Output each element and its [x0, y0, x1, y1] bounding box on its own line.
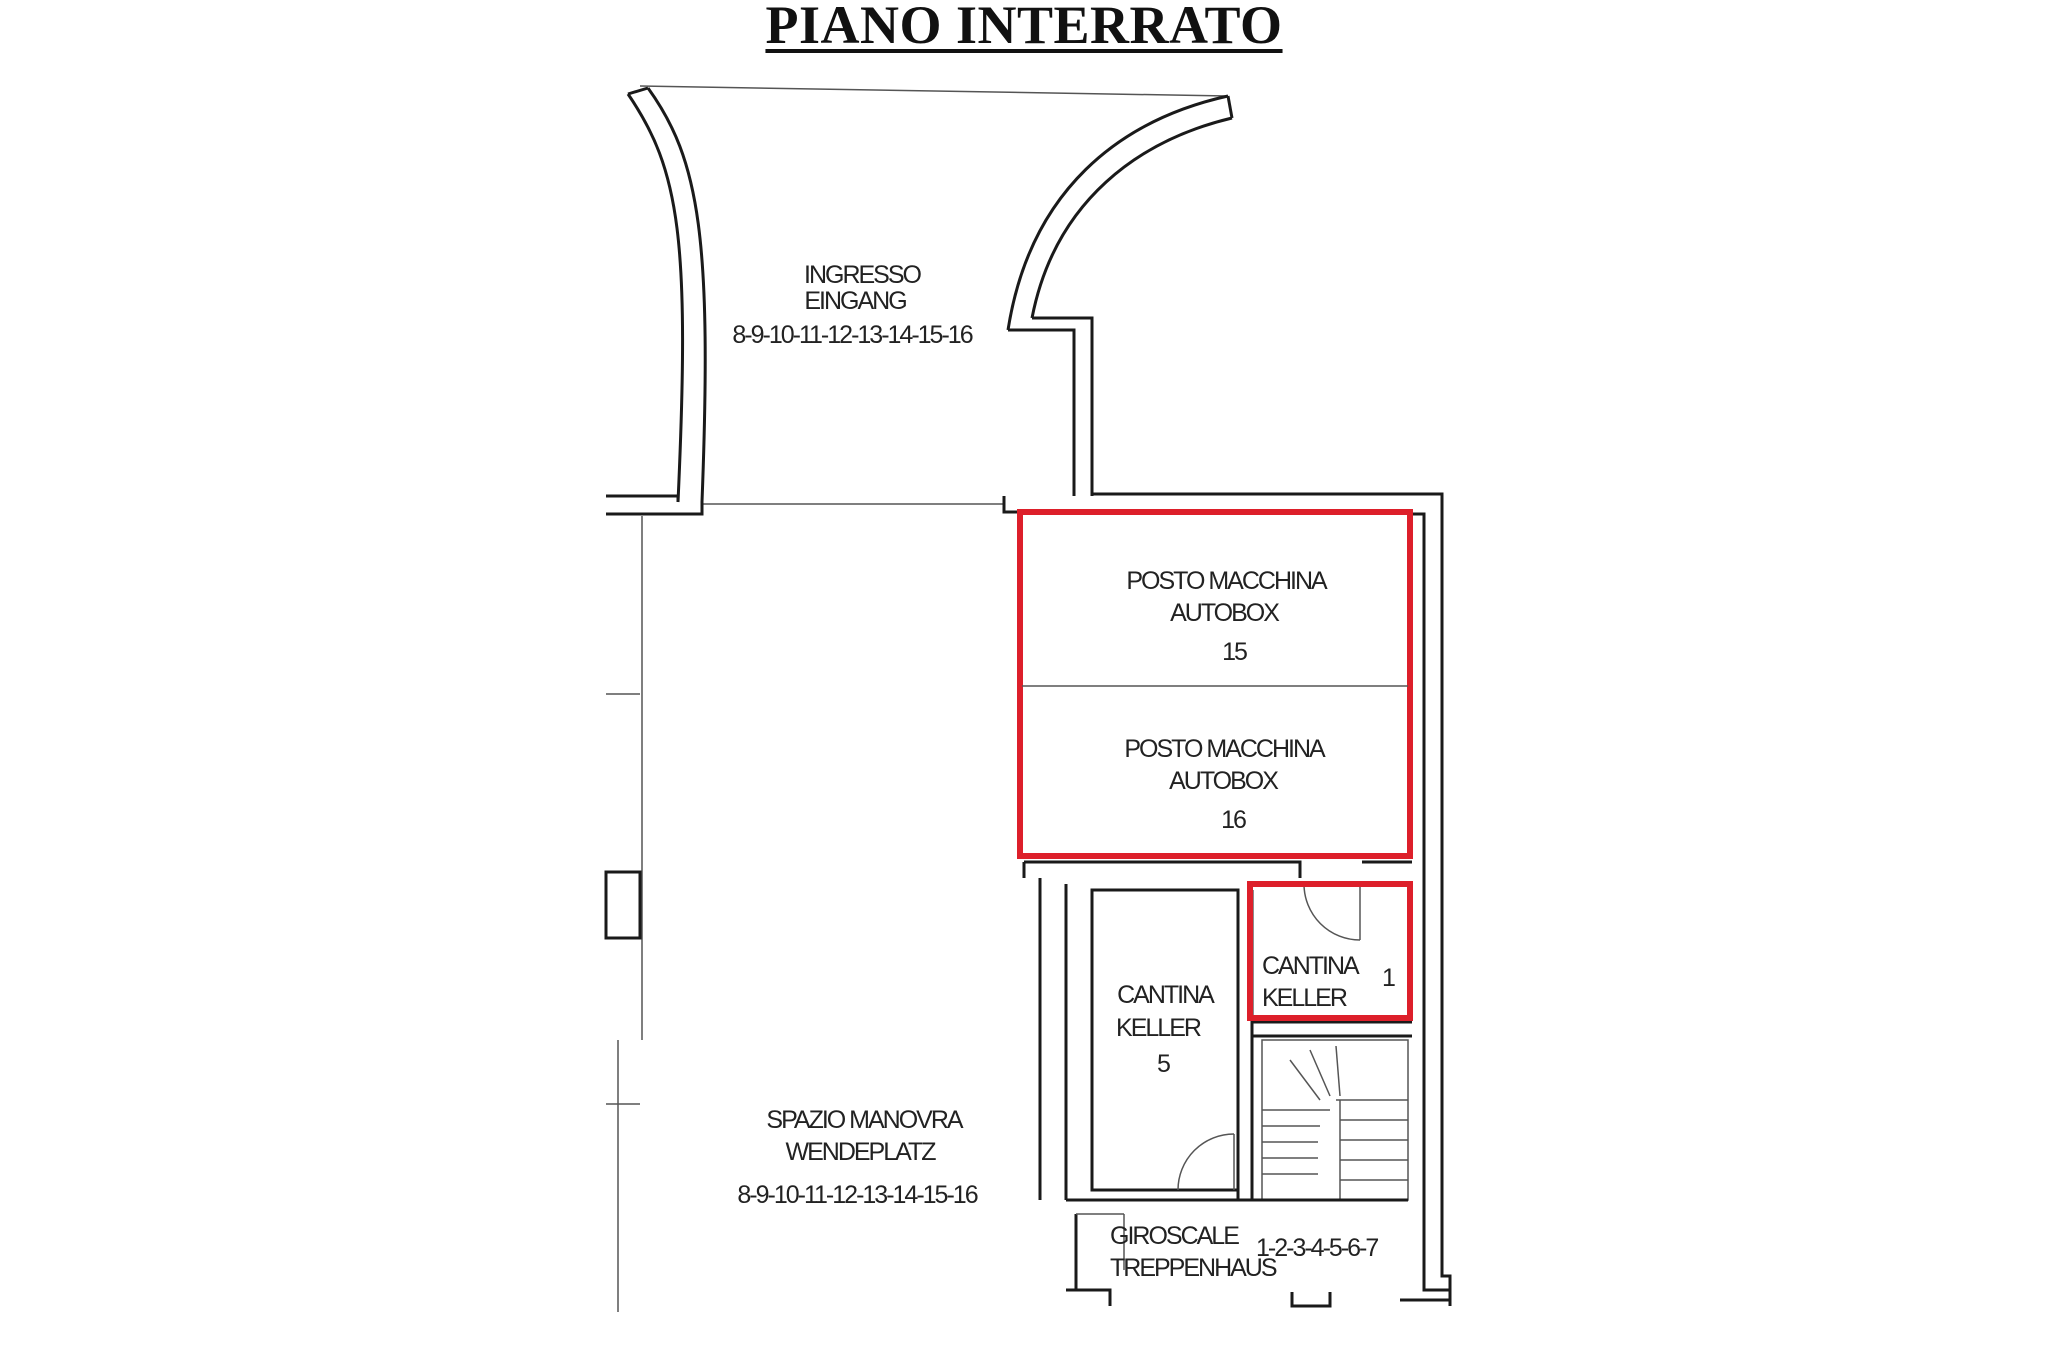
eingang-label: EINGANG [804, 287, 906, 315]
page-title: PIANO INTERRATO [765, 0, 1283, 55]
highlight-autobox-15-16 [1017, 509, 1413, 859]
ingresso-label: INGRESSO [804, 261, 922, 289]
room-spazio-manovra: SPAZIO MANOVRA WENDEPLATZ 8-9-10-11-12-1… [737, 1106, 979, 1209]
autobox-16-line1: POSTO MACCHINA [1124, 735, 1326, 763]
staircase-steps [1262, 1045, 1408, 1200]
cantina-5-line1: CANTINA [1117, 981, 1215, 1009]
autobox-15-line2: AUTOBOX [1170, 599, 1280, 627]
main-outline-walls [604, 492, 1452, 1312]
room-ingresso: INGRESSO EINGANG 8-9-10-11-12-13-14-15-1… [732, 261, 974, 349]
room-giroscale: GIROSCALE TREPPENHAUS 1-2-3-4-5-6-7 [1110, 1222, 1380, 1282]
room-autobox-15: POSTO MACCHINA AUTOBOX 15 [1126, 567, 1330, 666]
cantina-1-number: 1 [1382, 964, 1395, 992]
autobox-16-number: 16 [1221, 806, 1246, 834]
room-cantina-5: CANTINA KELLER 5 [1116, 981, 1217, 1078]
highlighted-units [1017, 509, 1413, 1021]
cantina-5-line2: KELLER [1116, 1014, 1201, 1042]
spazio-line1: SPAZIO MANOVRA [766, 1106, 964, 1134]
giroscale-line2: TREPPENHAUS [1110, 1254, 1277, 1282]
room-cantina-1: CANTINA KELLER 1 [1262, 952, 1397, 1012]
autobox-15-line1: POSTO MACCHINA [1126, 567, 1328, 595]
inner-room-walls [1022, 860, 1412, 1308]
entrance-walls [626, 85, 1234, 505]
room-autobox-16: POSTO MACCHINA AUTOBOX 16 [1124, 735, 1328, 834]
cantina-1-line1: CANTINA [1262, 952, 1360, 980]
giroscale-units: 1-2-3-4-5-6-7 [1256, 1234, 1378, 1262]
cantina-5-number: 5 [1157, 1050, 1170, 1078]
highlight-cantina-1 [1247, 881, 1413, 1021]
spazio-units: 8-9-10-11-12-13-14-15-16 [737, 1181, 977, 1209]
autobox-16-line2: AUTOBOX [1169, 767, 1279, 795]
giroscale-line1: GIROSCALE [1110, 1222, 1239, 1250]
cantina-1-line2: KELLER [1262, 984, 1347, 1012]
ingresso-units: 8-9-10-11-12-13-14-15-16 [732, 321, 972, 349]
autobox-15-number: 15 [1222, 638, 1247, 666]
spazio-line2: WENDEPLATZ [786, 1138, 937, 1166]
